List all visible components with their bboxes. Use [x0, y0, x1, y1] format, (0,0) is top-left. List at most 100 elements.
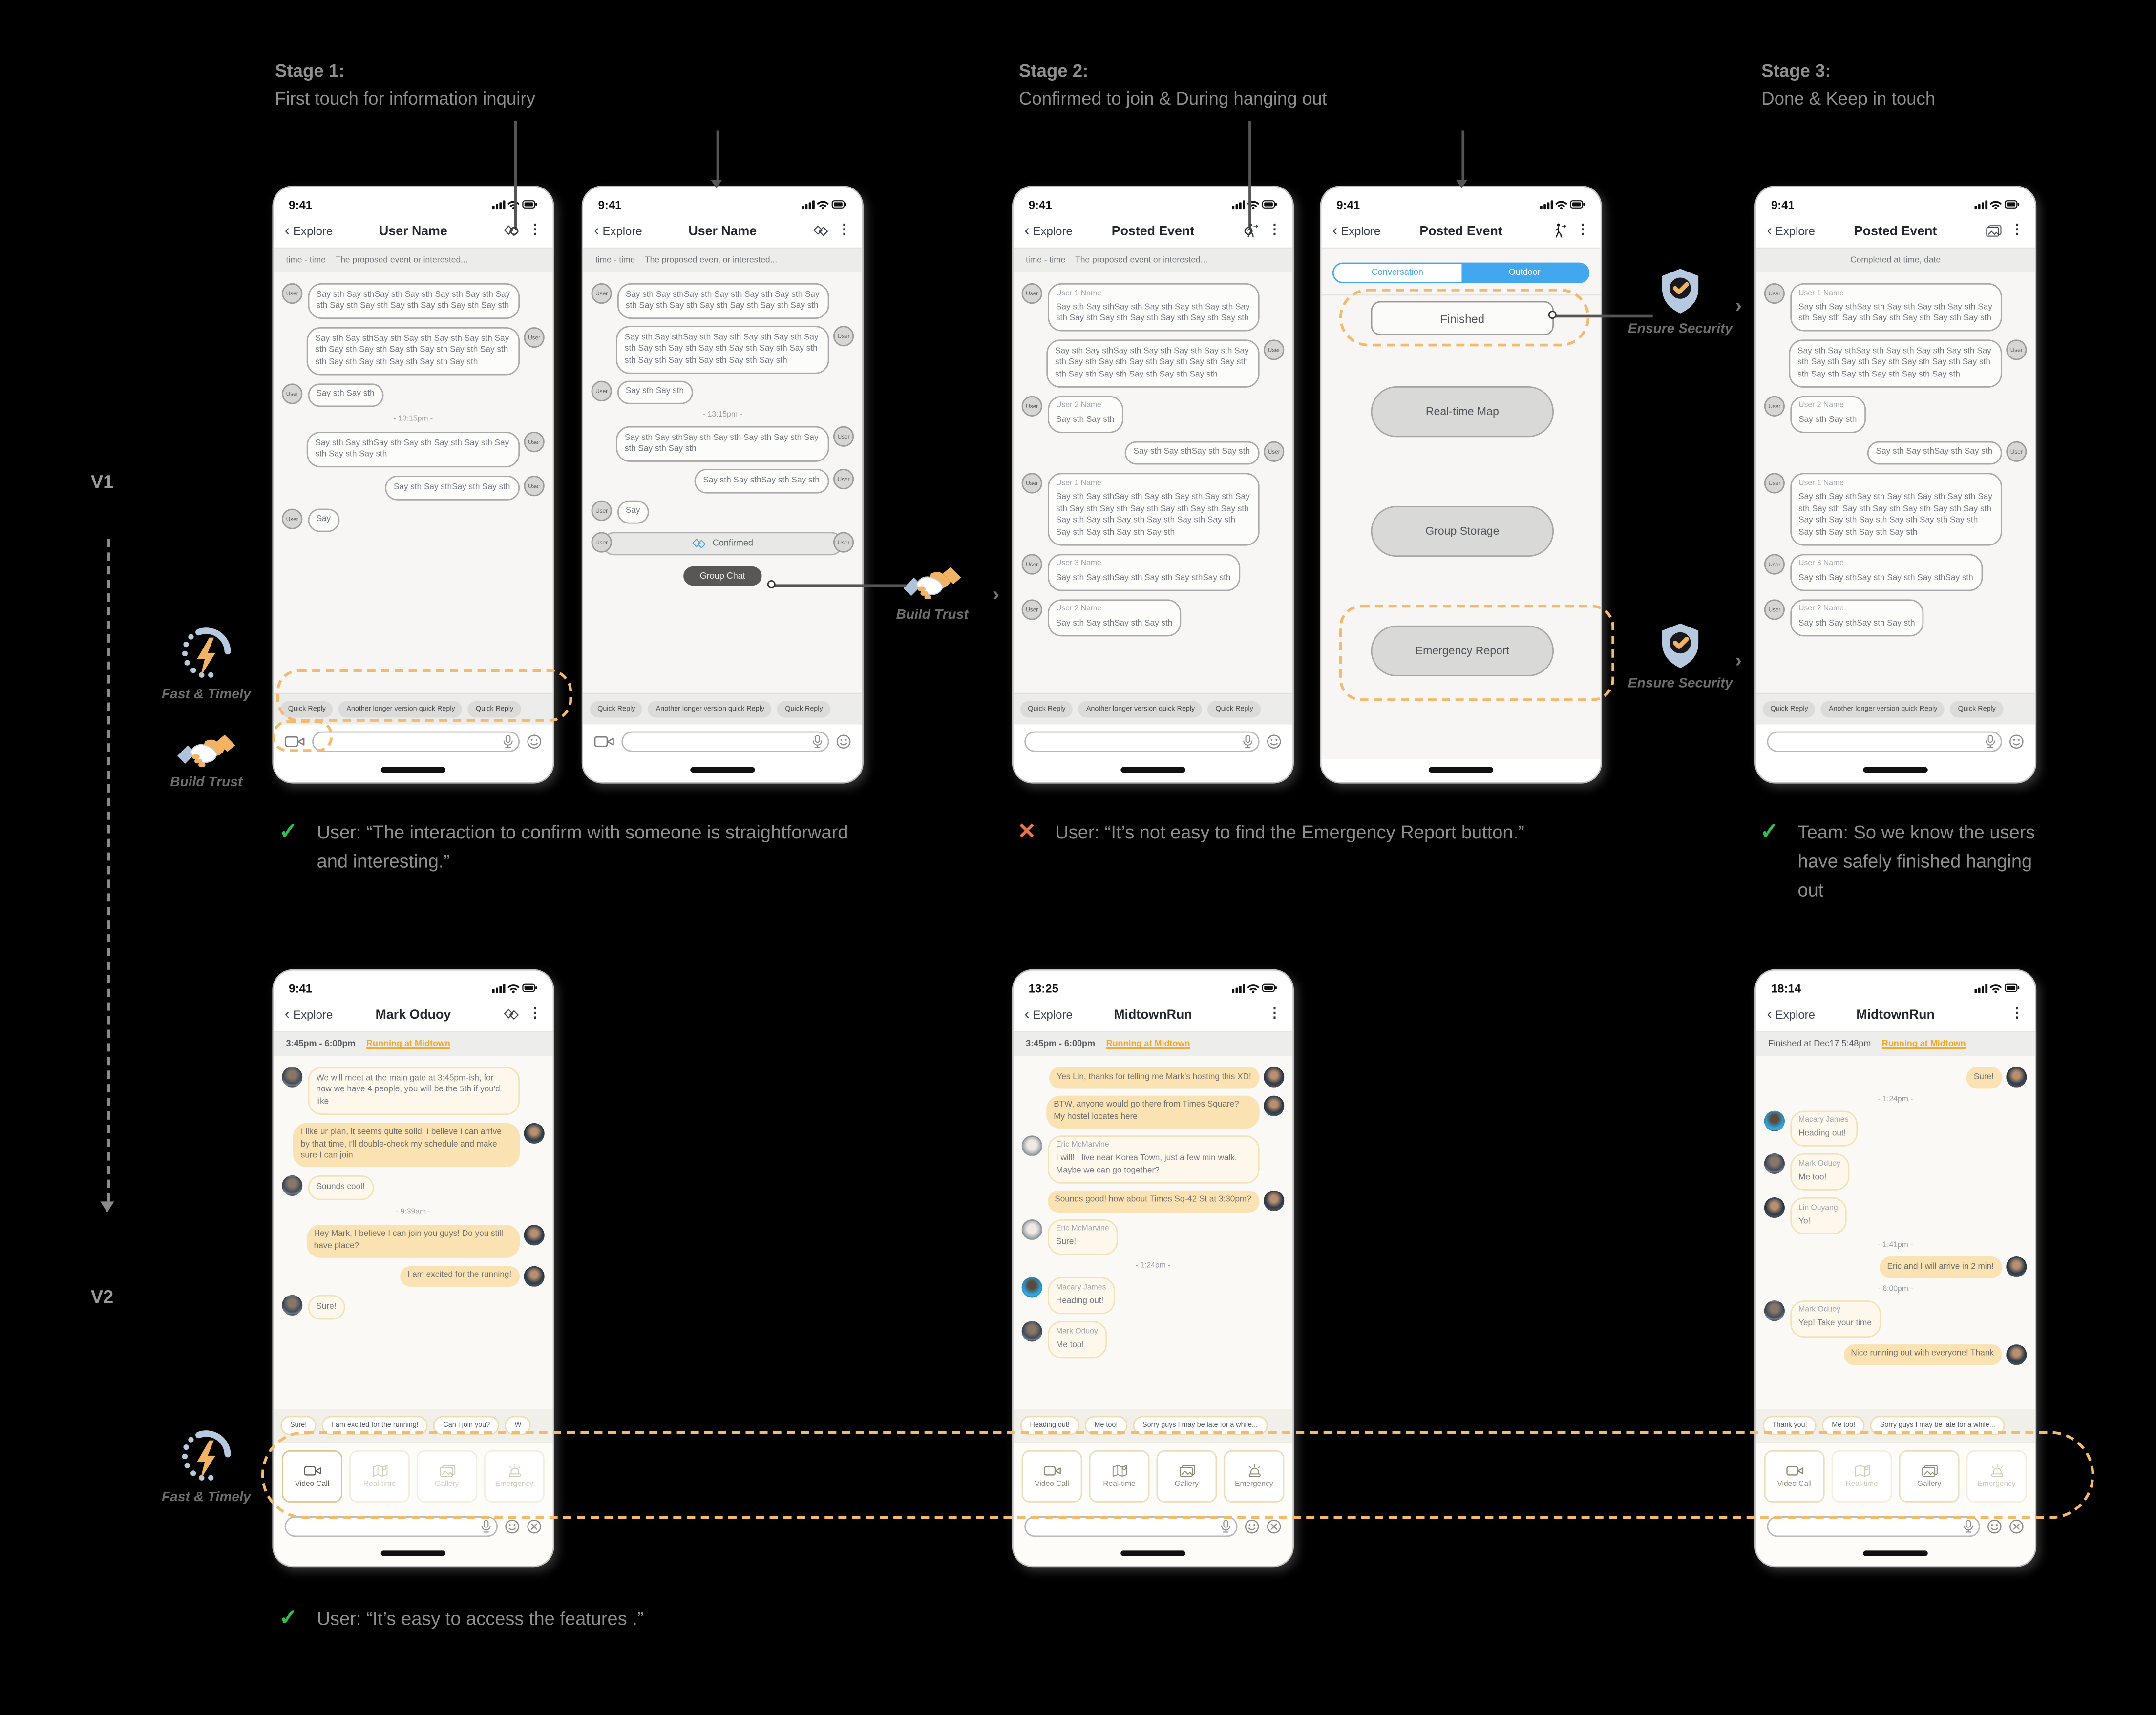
kebab-menu-icon[interactable]: ⋮ [837, 223, 851, 238]
video-call-button[interactable]: Video Call [1021, 1450, 1082, 1503]
message-input[interactable] [1024, 1516, 1238, 1537]
quick-reply-chip[interactable]: Quick Reply [1950, 701, 2004, 718]
status-bar: 9:41 [1321, 187, 1601, 215]
avatar-macary [1021, 1277, 1042, 1298]
chevron-left-icon: ‹ [594, 222, 599, 239]
quick-reply-chip[interactable]: Another longer version quick Reply [338, 701, 463, 718]
mic-icon[interactable] [1242, 734, 1254, 749]
gallery-icon[interactable] [1986, 223, 2002, 239]
video-call-button[interactable]: Video Call [1764, 1450, 1825, 1503]
emoji-icon[interactable] [836, 734, 851, 749]
event-link[interactable]: Running at Midtown [1881, 1039, 1966, 1049]
quick-reply-chip[interactable]: Quick Reply [777, 701, 831, 718]
event-time: time - time [286, 255, 326, 266]
kebab-menu-icon[interactable]: ⋮ [2010, 223, 2024, 238]
back-button[interactable]: ‹Explore [1024, 222, 1073, 239]
message-input[interactable] [1767, 731, 2002, 752]
home-indicator[interactable] [1120, 1550, 1185, 1556]
emoji-icon[interactable] [2009, 734, 2024, 749]
home-indicator[interactable] [380, 767, 446, 772]
message-input[interactable] [1767, 1516, 1980, 1537]
quick-reply-chip[interactable]: Quick Reply [1762, 701, 1816, 718]
group-chat-button[interactable]: Group Chat [683, 566, 762, 586]
close-icon[interactable] [1267, 1519, 1282, 1534]
status-bar: 9:41 [583, 187, 863, 215]
emoji-icon[interactable] [1245, 1519, 1260, 1534]
emoji-icon[interactable] [505, 1519, 520, 1534]
back-button[interactable]: ‹Explore [1767, 1005, 1815, 1023]
video-call-icon[interactable] [594, 734, 614, 749]
emoji-icon[interactable] [527, 734, 542, 749]
quick-reply-chip[interactable]: Quick Reply [1207, 701, 1261, 718]
kebab-menu-icon[interactable]: ⋮ [528, 1006, 542, 1022]
emoji-icon[interactable] [1267, 734, 1282, 749]
mic-icon[interactable] [502, 734, 514, 749]
message-input[interactable] [1024, 731, 1260, 752]
tab-conversation[interactable]: Conversation [1371, 268, 1423, 278]
mic-icon[interactable] [480, 1519, 492, 1534]
emergency-button[interactable]: Emergency [484, 1450, 545, 1503]
realtime-button[interactable]: Real-time [349, 1450, 410, 1503]
finished-button[interactable]: Finished [1371, 301, 1554, 335]
tab-outdoor[interactable]: Outdoor [1461, 264, 1588, 282]
quick-reply-chip[interactable]: Another longer version quick Reply [648, 701, 772, 718]
event-link[interactable]: Running at Midtown [1106, 1039, 1190, 1049]
emergency-button[interactable]: Emergency [1224, 1450, 1285, 1503]
time-divider: - 1:41pm - [1878, 1241, 1913, 1250]
back-button[interactable]: ‹Explore [1024, 1005, 1073, 1023]
realtime-button[interactable]: Real-time [1089, 1450, 1150, 1503]
walking-person-icon[interactable] [1551, 223, 1567, 239]
quick-reply-chip[interactable]: Another longer version quick Reply [1821, 701, 1945, 718]
message-input[interactable] [312, 731, 520, 752]
gallery-button[interactable]: Gallery [416, 1450, 477, 1503]
realtime-button[interactable]: Real-time [1831, 1450, 1892, 1503]
back-button[interactable]: ‹Explore [284, 1005, 333, 1023]
message-input[interactable] [621, 731, 829, 752]
back-button[interactable]: ‹Explore [1332, 222, 1381, 239]
emergency-report-button[interactable]: Emergency Report [1371, 625, 1554, 677]
kebab-menu-icon[interactable]: ⋮ [1268, 223, 1282, 238]
mic-icon[interactable] [1962, 1519, 1974, 1534]
handshake-icon[interactable] [503, 1006, 520, 1023]
home-indicator[interactable] [1428, 767, 1494, 772]
handshake-icon[interactable] [813, 223, 829, 239]
realtime-map-button[interactable]: Real-time Map [1371, 386, 1554, 438]
home-indicator[interactable] [1863, 1550, 1928, 1556]
kebab-menu-icon[interactable]: ⋮ [528, 223, 542, 238]
quick-reply-chip[interactable]: Another longer version quick Reply [1078, 701, 1203, 718]
close-icon[interactable] [2009, 1519, 2024, 1534]
quick-reply-chip[interactable]: Quick Reply [468, 701, 521, 718]
quick-reply-chip[interactable]: Quick Reply [1020, 701, 1074, 718]
avatar-lin [524, 1266, 545, 1287]
status-time: 9:41 [598, 197, 622, 211]
close-icon[interactable] [527, 1519, 542, 1534]
message-input[interactable] [284, 1516, 498, 1537]
mic-icon[interactable] [1984, 734, 1996, 749]
back-button[interactable]: ‹Explore [594, 222, 642, 239]
quick-reply-chip[interactable]: Quick Reply [590, 701, 643, 718]
walking-person-icon[interactable] [1243, 223, 1260, 239]
avatar: User [591, 500, 612, 521]
home-indicator[interactable] [1120, 767, 1185, 772]
avatar: User [1021, 396, 1042, 417]
mic-icon[interactable] [811, 734, 824, 749]
gallery-button[interactable]: Gallery [1899, 1450, 1960, 1503]
mic-icon[interactable] [1220, 1519, 1232, 1534]
sender-name: User 2 Name [1798, 605, 1844, 614]
event-link[interactable]: Running at Midtown [366, 1039, 450, 1049]
group-storage-button[interactable]: Group Storage [1371, 505, 1554, 557]
home-indicator[interactable] [1863, 767, 1928, 772]
kebab-menu-icon[interactable]: ⋮ [1268, 1006, 1282, 1022]
emoji-icon[interactable] [1987, 1519, 2002, 1534]
gallery-button[interactable]: Gallery [1156, 1450, 1217, 1503]
handshake-icon[interactable] [503, 223, 520, 239]
kebab-menu-icon[interactable]: ⋮ [1576, 223, 1590, 238]
emergency-button[interactable]: Emergency [1966, 1450, 2027, 1503]
home-indicator[interactable] [380, 1550, 446, 1556]
back-button[interactable]: ‹Explore [1767, 222, 1815, 239]
back-button[interactable]: ‹Explore [284, 222, 333, 239]
home-indicator[interactable] [690, 767, 755, 772]
kebab-menu-icon[interactable]: ⋮ [2010, 1006, 2024, 1022]
